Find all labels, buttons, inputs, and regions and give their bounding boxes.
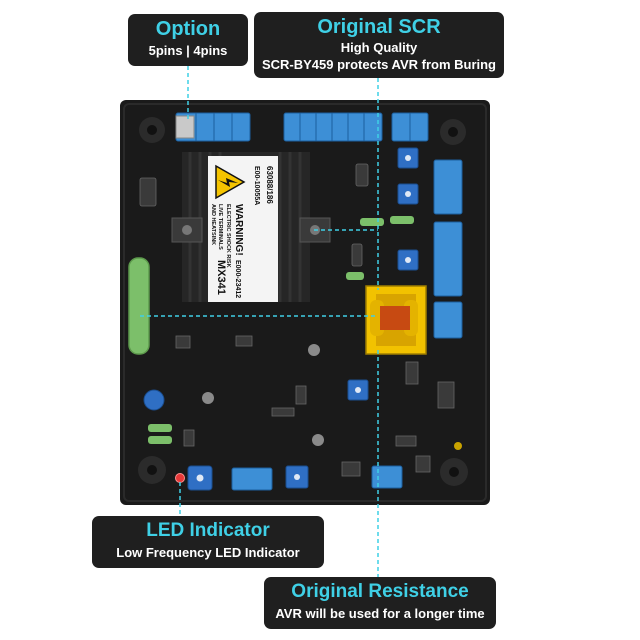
option-subtitle: 5pins | 4pins <box>148 43 228 58</box>
led-subtitle: Low Frequency LED Indicator <box>116 545 300 560</box>
led-title: LED Indicator <box>146 520 270 541</box>
right-terminal-blocks <box>433 159 463 339</box>
led-light <box>175 473 185 483</box>
label-model: MX341 <box>215 260 227 295</box>
label-part: E00-10055A <box>253 166 260 205</box>
scr-line-2: SCR-BY459 protects AVR from Buring <box>261 57 497 72</box>
label-live-2: AND HEATSINK <box>210 204 216 245</box>
resistance-callout: Original Resistance AVR will be used for… <box>264 577 496 629</box>
led-callout: LED Indicator Low Frequency LED Indicato… <box>92 516 324 568</box>
label-warning: WARNING! <box>233 204 244 256</box>
scr-line-1: High Quality <box>340 40 418 55</box>
resistance-title: Original Resistance <box>291 581 469 602</box>
option-title: Option <box>155 18 221 40</box>
label-live-1: LIVE TERMINALS <box>217 204 223 250</box>
label-serial: 63088/186 <box>265 166 274 204</box>
top-terminal-blocks <box>175 112 429 142</box>
scr-callout: Original SCR High Quality SCR-BY459 prot… <box>254 12 504 78</box>
smd-components <box>139 163 455 477</box>
label-risk: ELECTRIC SHOCK RISK <box>225 204 231 268</box>
resistance-subtitle: AVR will be used for a longer time <box>275 606 485 621</box>
capacitors <box>202 344 462 450</box>
label-code: E000-23412 <box>234 260 241 298</box>
warning-label: 63088/186 E00-10055A WARNING! ELECTRIC S… <box>208 156 278 302</box>
scr-title: Original SCR <box>317 16 441 38</box>
option-callout: Option 5pins | 4pins <box>128 14 248 66</box>
bottom-terminal-blocks <box>231 465 403 491</box>
mounting-holes <box>138 117 468 486</box>
leader-lines <box>140 66 379 577</box>
ceramic-resistor <box>128 257 150 355</box>
transformer <box>365 285 427 355</box>
